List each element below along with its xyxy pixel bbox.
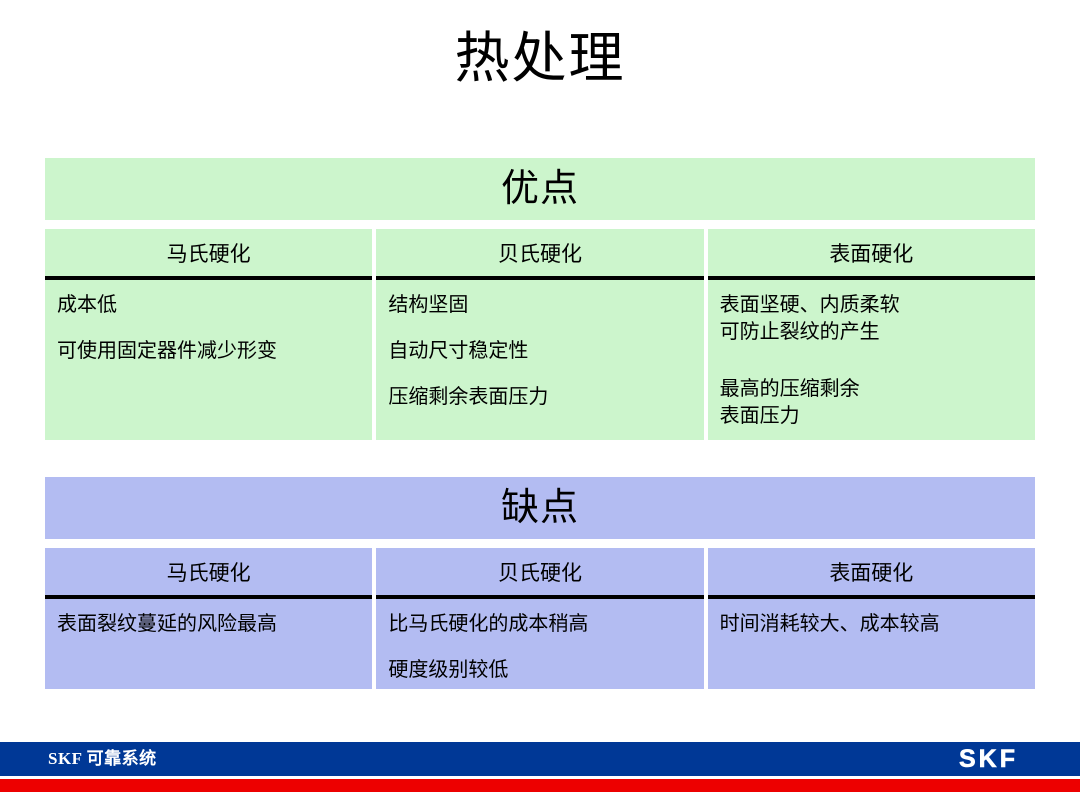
list-item: 自动尺寸稳定性 xyxy=(388,340,529,362)
list-item: 时间消耗较大、成本较高 xyxy=(719,613,940,635)
disadvantages-header: 缺点 xyxy=(45,477,1035,539)
disadvantages-columns: 马氏硬化 表面裂纹蔓延的风险最高 贝氏硬化 比马氏硬化的成本稍高 硬度级别较低 … xyxy=(45,548,1035,689)
column-body: 结构坚固 自动尺寸稳定性 压缩剩余表面压力 xyxy=(376,280,704,440)
advantages-header: 优点 xyxy=(45,158,1035,220)
column-title: 马氏硬化 xyxy=(45,229,373,280)
disadvantages-column-bainitic: 贝氏硬化 比马氏硬化的成本稍高 硬度级别较低 xyxy=(376,548,704,689)
disadvantages-column-surface: 表面硬化 时间消耗较大、成本较高 xyxy=(707,548,1035,689)
list-item: 最高的压缩剩余 xyxy=(719,378,860,400)
column-title: 表面硬化 xyxy=(707,229,1035,280)
footer-red-bar xyxy=(0,779,1080,792)
slide-footer: SKF 可靠系统 SKF xyxy=(0,742,1080,792)
column-body: 时间消耗较大、成本较高 xyxy=(707,599,1035,689)
advantages-columns: 马氏硬化 成本低 可使用固定器件减少形变 贝氏硬化 结构坚固 自动尺寸稳定性 压… xyxy=(45,229,1035,440)
list-item: 结构坚固 xyxy=(388,294,469,316)
list-item: 硬度级别较低 xyxy=(388,659,509,681)
page-title: 热处理 xyxy=(454,28,626,89)
list-item: 可防止裂纹的产生 xyxy=(719,321,880,343)
column-body: 表面坚硬、内质柔软 可防止裂纹的产生 最高的压缩剩余 表面压力 xyxy=(707,280,1035,440)
column-body: 表面裂纹蔓延的风险最高 xyxy=(45,599,373,689)
list-item: 可使用固定器件减少形变 xyxy=(57,340,277,362)
advantages-column-bainitic: 贝氏硬化 结构坚固 自动尺寸稳定性 压缩剩余表面压力 xyxy=(376,229,704,440)
column-body: 比马氏硬化的成本稍高 硬度级别较低 xyxy=(376,599,704,689)
column-body: 成本低 可使用固定器件减少形变 xyxy=(45,280,373,440)
advantages-column-martensitic: 马氏硬化 成本低 可使用固定器件减少形变 xyxy=(45,229,373,440)
list-item: 成本低 xyxy=(57,294,117,316)
column-title: 马氏硬化 xyxy=(45,548,373,599)
list-item: 压缩剩余表面压力 xyxy=(388,386,549,408)
footer-tagline: SKF 可靠系统 xyxy=(48,749,157,768)
footer-blue-bar: SKF 可靠系统 SKF xyxy=(0,742,1080,776)
list-item: 表面压力 xyxy=(719,405,800,427)
advantages-column-surface: 表面硬化 表面坚硬、内质柔软 可防止裂纹的产生 最高的压缩剩余 表面压力 xyxy=(707,229,1035,440)
list-item: 表面坚硬、内质柔软 xyxy=(719,294,900,316)
column-title: 贝氏硬化 xyxy=(376,229,704,280)
list-item: 表面裂纹蔓延的风险最高 xyxy=(57,613,277,635)
footer-divider xyxy=(0,776,1080,779)
disadvantages-panel: 缺点 马氏硬化 表面裂纹蔓延的风险最高 贝氏硬化 比马氏硬化的成本稍高 硬度级别… xyxy=(45,477,1035,689)
skf-logo: SKF xyxy=(959,745,1018,774)
disadvantages-column-martensitic: 马氏硬化 表面裂纹蔓延的风险最高 xyxy=(45,548,373,689)
advantages-panel: 优点 马氏硬化 成本低 可使用固定器件减少形变 贝氏硬化 结构坚固 自动尺寸稳定… xyxy=(45,158,1035,440)
list-item: 比马氏硬化的成本稍高 xyxy=(388,613,589,635)
column-title: 贝氏硬化 xyxy=(376,548,704,599)
column-title: 表面硬化 xyxy=(707,548,1035,599)
